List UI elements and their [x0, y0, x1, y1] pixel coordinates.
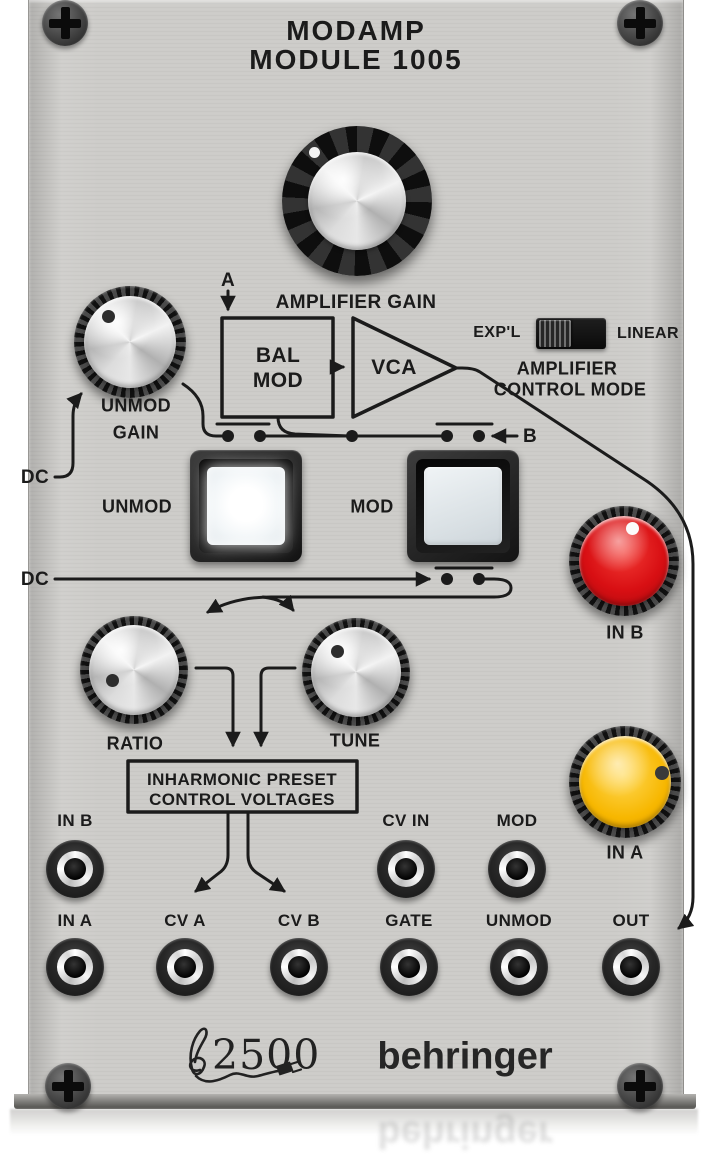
unmod-gain-label-line2: GAIN: [112, 422, 160, 443]
unmod-gain-label-line1: UNMOD: [101, 395, 171, 416]
jack-label-unmod: UNMOD: [485, 911, 553, 930]
knob-cap-red: [579, 516, 669, 606]
table-reflection: [10, 1109, 698, 1135]
jack-out[interactable]: [602, 938, 660, 996]
panel-bottom-edge: [14, 1094, 696, 1109]
jack-label-cv-in: CV IN: [382, 811, 430, 830]
jack-cv-in[interactable]: [377, 840, 435, 898]
mode-switch-label-line2: CONTROL MODE: [493, 379, 647, 400]
amplifier-control-mode-switch[interactable]: [536, 318, 606, 349]
mod-button-cap[interactable]: [424, 467, 502, 545]
jack-mod[interactable]: [488, 840, 546, 898]
knob-indicator: [626, 522, 639, 535]
tune-knob[interactable]: [302, 618, 410, 726]
jack-cv-b[interactable]: [270, 938, 328, 996]
knob-indicator: [309, 147, 320, 158]
knob-cap: [89, 625, 179, 715]
vca-label: VCA: [371, 356, 417, 379]
mod-button[interactable]: [407, 450, 519, 562]
unmod-button-label: UNMOD: [102, 496, 172, 517]
bal-mod-label-line2: MOD: [252, 369, 304, 392]
mode-switch-label-line1: AMPLIFIER: [516, 358, 618, 379]
in-b-knob-label: IN B: [606, 622, 644, 643]
jack-in-b[interactable]: [46, 840, 104, 898]
unmod-button[interactable]: [190, 450, 302, 562]
jack-label-out: OUT: [612, 911, 650, 930]
knob-indicator: [106, 674, 119, 687]
knob-cap: [311, 627, 401, 717]
module-title-line2: MODULE 1005: [249, 44, 463, 75]
brand-reflection: behringer: [377, 1113, 553, 1155]
jack-label-in-a: IN A: [57, 911, 93, 930]
module-title-line1: MODAMP: [286, 15, 426, 46]
dc-lower-label: DC: [20, 569, 50, 590]
unmod-button-cap[interactable]: [207, 467, 285, 545]
knob-indicator: [655, 766, 669, 780]
jack-unmod[interactable]: [490, 938, 548, 996]
series-2500-clef-icon: [188, 1027, 303, 1083]
ratio-knob[interactable]: [80, 616, 188, 724]
jack-cv-a[interactable]: [156, 938, 214, 996]
in-a-knob-label: IN A: [606, 842, 644, 863]
in-a-knob[interactable]: [569, 726, 681, 838]
screw-bottom-left-icon: [45, 1063, 91, 1109]
amplifier-gain-knob[interactable]: [282, 126, 432, 276]
jack-gate[interactable]: [380, 938, 438, 996]
screw-bottom-right-icon: [617, 1063, 663, 1109]
behringer-logo: behringer: [377, 1035, 553, 1078]
ratio-knob-label: RATIO: [106, 733, 164, 754]
switch-handle[interactable]: [539, 320, 571, 347]
jack-label-mod: MOD: [496, 811, 538, 830]
in-b-knob[interactable]: [569, 506, 679, 616]
tune-knob-label: TUNE: [329, 730, 381, 751]
input-a-label: A: [220, 270, 236, 291]
screw-top-left-icon: [42, 0, 88, 46]
knob-cap-yellow: [579, 736, 671, 828]
knob-indicator: [331, 645, 344, 658]
knob-cap: [308, 152, 406, 250]
series-2500-logo: 2500: [212, 1031, 321, 1079]
jack-label-cv-b: CV B: [277, 911, 321, 930]
mod-button-label: MOD: [350, 496, 394, 517]
knob-indicator: [102, 310, 115, 323]
dc-upper-label: DC: [20, 467, 50, 488]
jack-label-cv-a: CV A: [164, 911, 206, 930]
mode-switch-right-label: LINEAR: [617, 325, 679, 342]
input-b-label: B: [522, 426, 538, 447]
screw-top-right-icon: [617, 0, 663, 46]
amplifier-gain-label: AMPLIFIER GAIN: [275, 292, 437, 313]
preset-box-line1: INHARMONIC PRESET: [146, 770, 338, 789]
jack-label-in-b: IN B: [57, 811, 93, 830]
jack-label-gate: GATE: [385, 911, 433, 930]
jack-in-a[interactable]: [46, 938, 104, 996]
unmod-gain-knob[interactable]: [74, 286, 186, 398]
preset-box-line2: CONTROL VOLTAGES: [149, 790, 335, 809]
knob-cap: [84, 296, 176, 388]
mode-switch-left-label: EXP'L: [473, 324, 521, 341]
bal-mod-label-line1: BAL: [255, 344, 301, 367]
